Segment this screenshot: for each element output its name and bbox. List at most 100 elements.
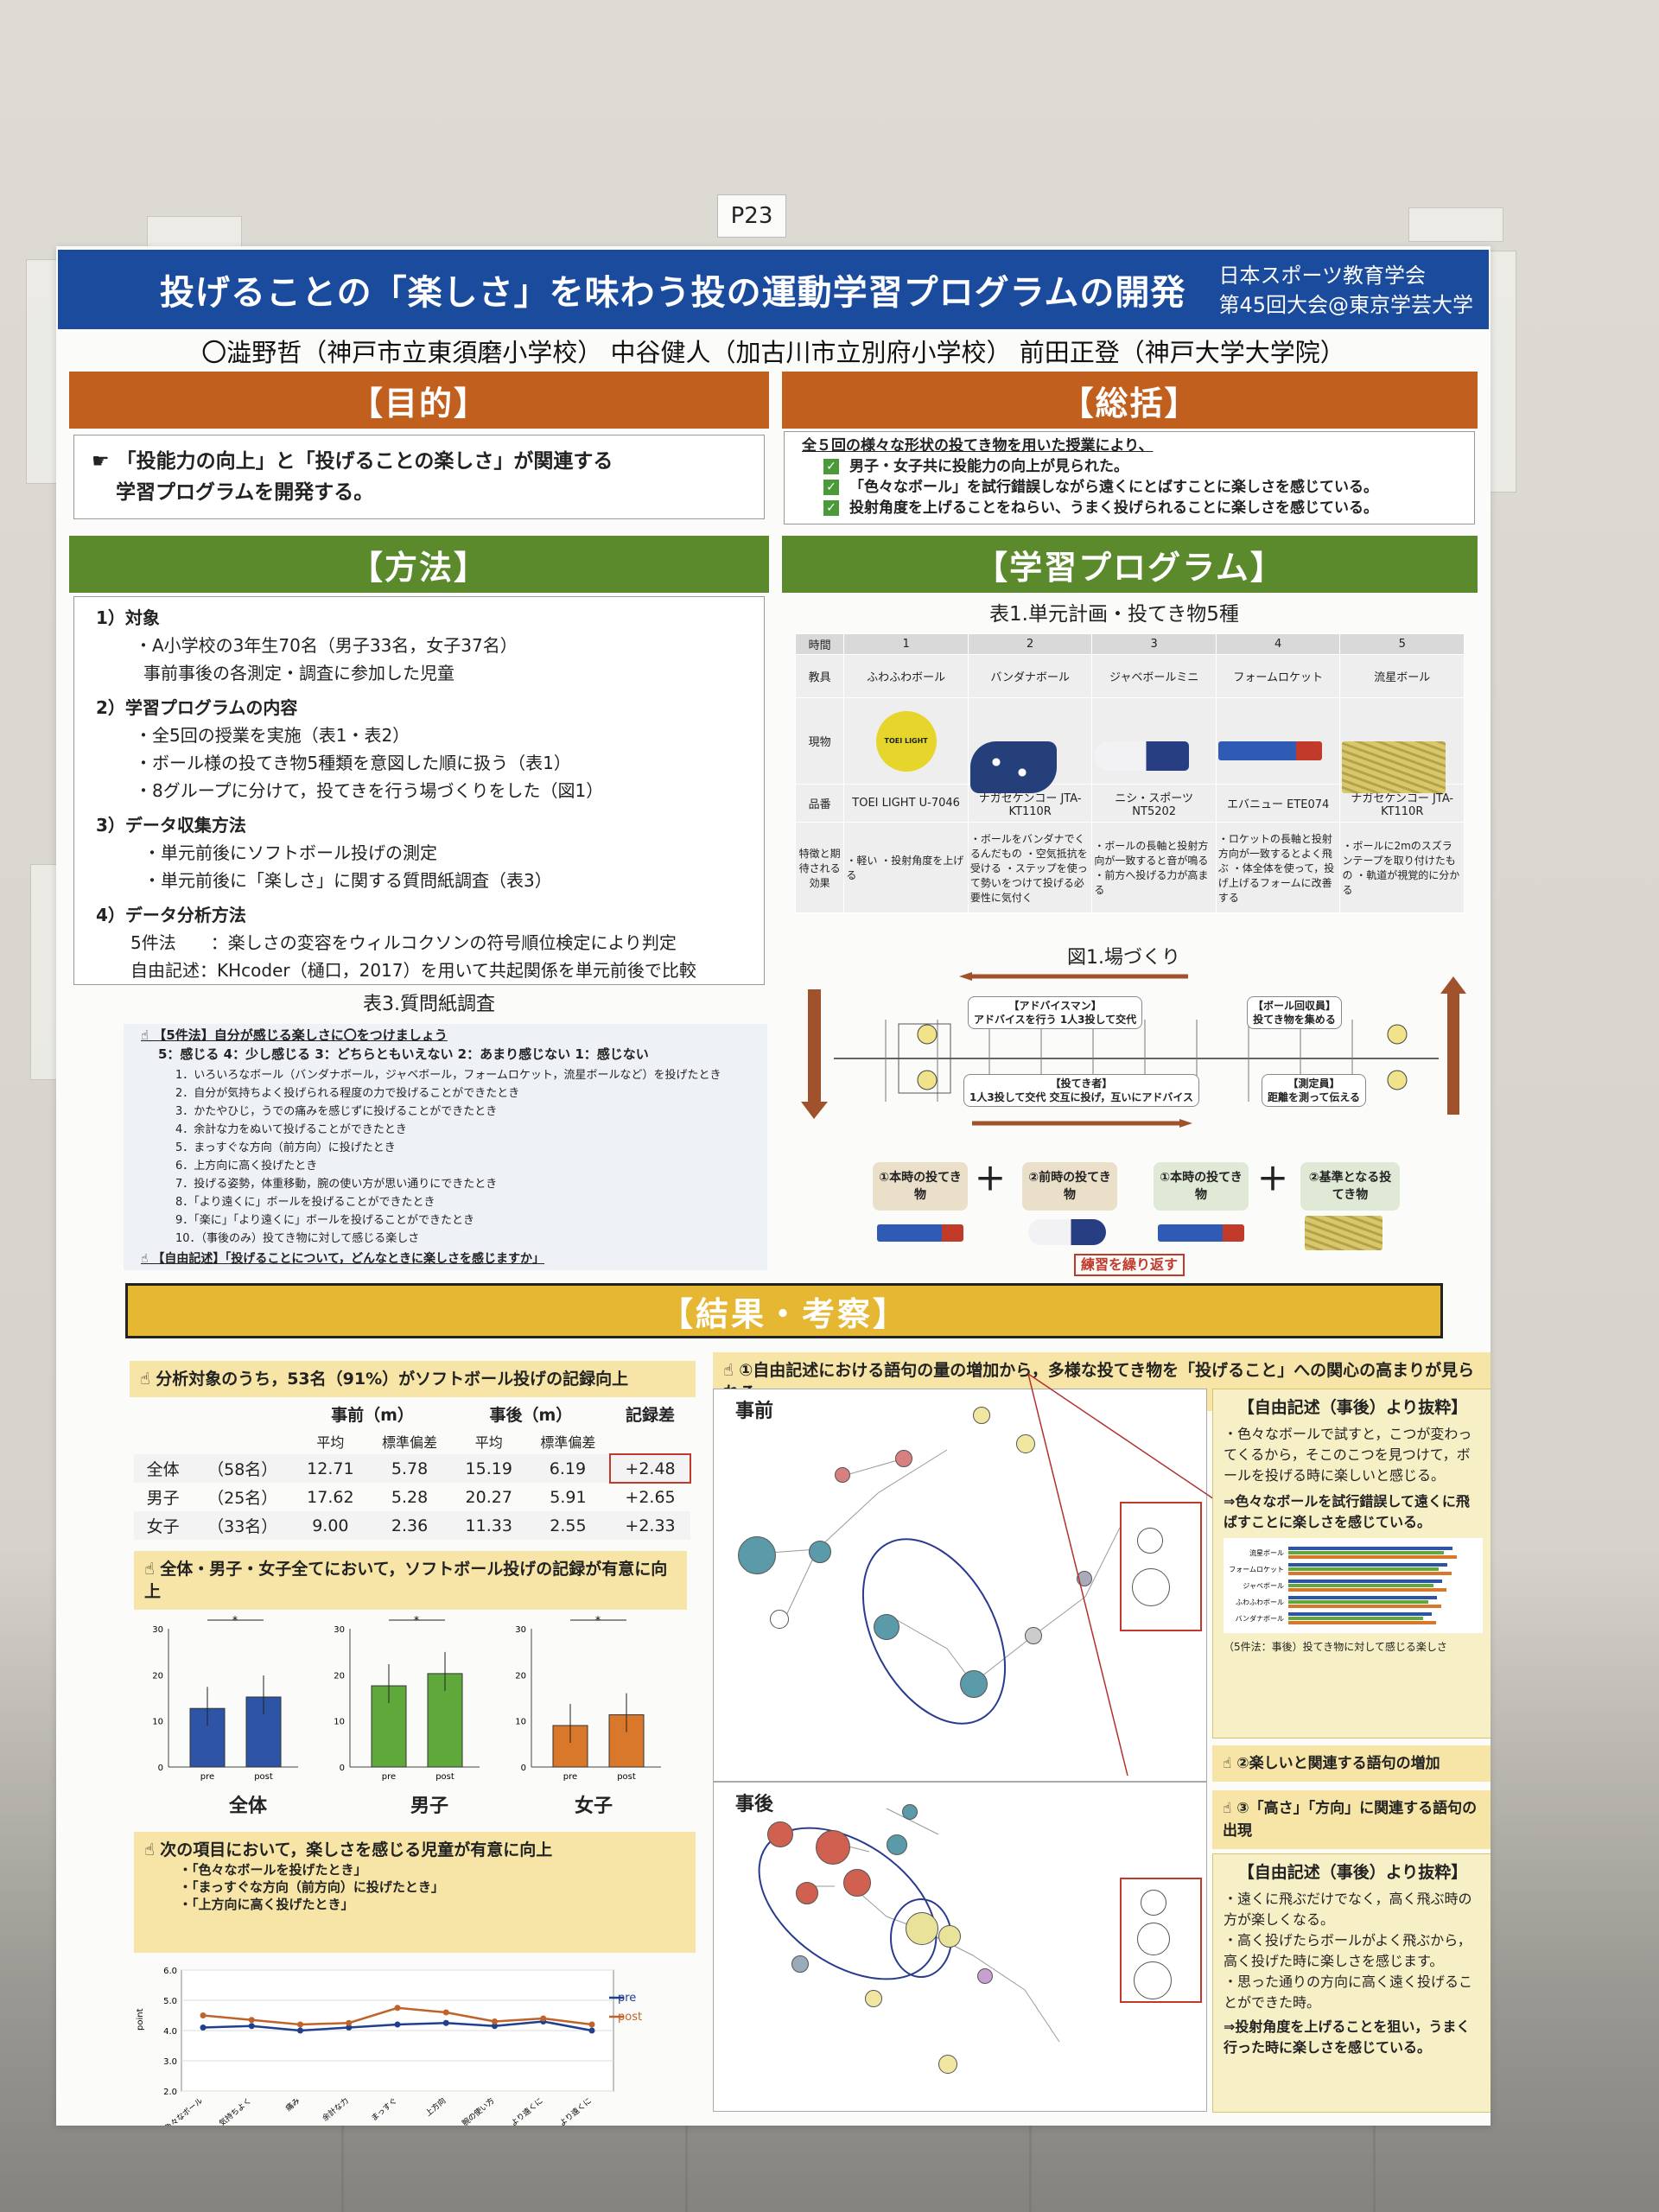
network-node [1025,1627,1042,1644]
survey-item: 7．投げる姿勢，体重移動，腕の使い方が思い通りにできたとき [175,1178,498,1191]
network-node [973,1407,990,1424]
hand-icon: ☝ [1223,1755,1237,1772]
bar [1288,1588,1446,1592]
bar [1288,1555,1457,1559]
tool-name: ふわふわボール [843,654,969,698]
y-tick-label: 30 [152,1625,163,1635]
arrow-down [808,989,821,1102]
excerpt-box1: 【自由記述（事後）より抜粋】 ・色々なボールで試すと，こつが変わってくるから，そ… [1212,1389,1491,1738]
y-tick-label: 10 [334,1718,345,1727]
purpose-head: 【目的】 [69,372,769,429]
row-label: 教具 [794,654,845,698]
connector-lines [1027,1373,1215,1777]
data-point [442,2009,449,2016]
purpose-line2: 学習プログラムを開発する。 [116,481,374,504]
arrow-top-head [959,972,972,981]
hand-icon: ☝ [144,1560,161,1579]
excerpt2-item: ・遠くに飛ぶだけでなく，高く飛ぶ時の方が楽しくなる。 [1224,1891,1472,1928]
col-number: 2 [967,633,1093,655]
table-row: 女子 （33名） 9.00 2.36 11.33 2.55 +2.33 [134,1511,690,1540]
survey-item: 8．「より遠くに」ボールを投げることができたとき [175,1196,435,1209]
network-node [770,1610,789,1629]
table1-title: 表1.単元計画・投てき物5種 [989,603,1239,626]
face-icon [1387,1070,1408,1090]
row-label: 特徴と期待される効果 [794,822,845,913]
row-label: 現物 [794,697,845,785]
product-code: TOEI LIGHT U-7046 [843,784,969,823]
x-tick-label: pre [200,1772,214,1782]
step-previous-item: ②前時の投てき物 [1022,1162,1117,1211]
enjoyment-line-chart: 2.03.04.05.06.0point色々なボール気持ちよく痛み余計な力まっす… [136,1967,624,2126]
tool-name: 流星ボール [1339,654,1465,698]
item-photo [967,697,1093,793]
arrow-up [1447,994,1459,1115]
bar [1288,1600,1428,1604]
rocket-photo [877,1224,963,1242]
survey-item: 9．「楽に」「より遠くに」ボールを投げることができたとき [175,1214,475,1227]
data-point [248,2023,255,2030]
conference-venue: 第45回大会@東京学芸大学 [1218,293,1473,317]
item-photo [1091,697,1217,785]
item-photo: TOEI LIGHT [843,697,969,785]
x-tick-label: pre [563,1772,577,1782]
group-cell: 全体 [146,1460,180,1479]
network-node [835,1467,850,1483]
repeat-label: 練習を繰り返す [1074,1254,1185,1276]
summary-head: 【総括】 [782,372,1478,429]
fig1-title: 図1.場づくり [1067,947,1180,969]
bar [1288,1584,1433,1587]
data-point [346,2019,353,2026]
post-head: 事後（m） [489,1406,573,1425]
survey-head2: ☝ 【自由記述】「投げることについて，どんなときに楽しさを感じますか」 [141,1252,545,1266]
bandana-ball [969,741,1057,793]
value-cell: 17.62 [307,1487,354,1507]
box3-item: ・「まっすぐな方向（前方向）に投げたとき」 [179,1879,444,1895]
pre-label: 事前 [735,1401,774,1422]
method-line: 5件法 ：楽しさの変容をウィルコクソンの符号順位検定により判定 [130,932,677,953]
value-cell: 12.71 [307,1459,354,1478]
survey-title: 表3.質問紙調査 [363,994,495,1015]
result-box2: ☝ 全体・男子・女子全てにおいて，ソフトボール投げの記録が有意に向上 [134,1551,687,1610]
col-number: 1 [843,633,969,655]
data-point [394,2005,401,2012]
bar [1288,1621,1436,1624]
data-point [297,2021,303,2028]
n-cell: （25名） [207,1489,278,1508]
excerpt-box2: 【自由記述（事後）より抜粋】 ・遠くに飛ぶだけでなく，高く飛ぶ時の方が楽しくなる… [1212,1853,1491,2113]
x-tick-label: 上方向 [423,2095,448,2119]
bar [1288,1572,1452,1575]
post-label: 事後 [735,1794,774,1815]
sub-head: 標準偏差 [540,1434,596,1451]
x-tick-label: より遠くに [509,2095,545,2126]
face-icon [1387,1024,1408,1045]
network-node [791,1955,809,1973]
survey-item: 6．上方向に高く投げたとき [175,1160,318,1173]
plus-sign: ＋ [1257,1162,1289,1198]
network-pre: 事前 [713,1389,1207,1782]
poster-title: 投げることの「楽しさ」を味わう投の運動学習プログラムの開発 [160,273,1186,313]
network-node [816,1830,850,1865]
x-tick-label: まっすぐ [370,2096,399,2123]
x-tick-label: 楽に・より遠くに [539,2095,594,2126]
tape [1408,207,1503,242]
y-tick-label: 20 [515,1671,526,1681]
arrow-down-head [801,1102,828,1119]
box3-item: ・「上方向に高く投げたとき」 [179,1897,354,1912]
bar [1288,1605,1441,1608]
table-row: 男子 （25名） 17.62 5.28 20.27 5.91 +2.65 [134,1483,690,1511]
yellow-ball: TOEI LIGHT [875,710,937,772]
value-cell: 5.28 [391,1487,429,1507]
legend-circle [1134,1961,1172,1999]
y-tick-label: 30 [334,1625,345,1635]
method-line: ・8グループに分けて，投てきを行う場づくりをした（図1） [135,780,604,801]
network-node [906,1912,938,1945]
col-number: 5 [1339,633,1465,655]
network-node [1077,1571,1092,1586]
excerpt2-item: ・思った通りの方向に高く遠く投げることができた時。 [1224,1974,1473,2011]
method-box: 1）対象 ・A小学校の3年生70名（男子33名，女子37名） 事前事後の各測定・… [73,596,765,985]
y-tick-label: 4.0 [163,2027,177,2037]
legend-circle [1141,1890,1166,1916]
network-node [902,1804,918,1820]
item-photo [1215,697,1341,785]
